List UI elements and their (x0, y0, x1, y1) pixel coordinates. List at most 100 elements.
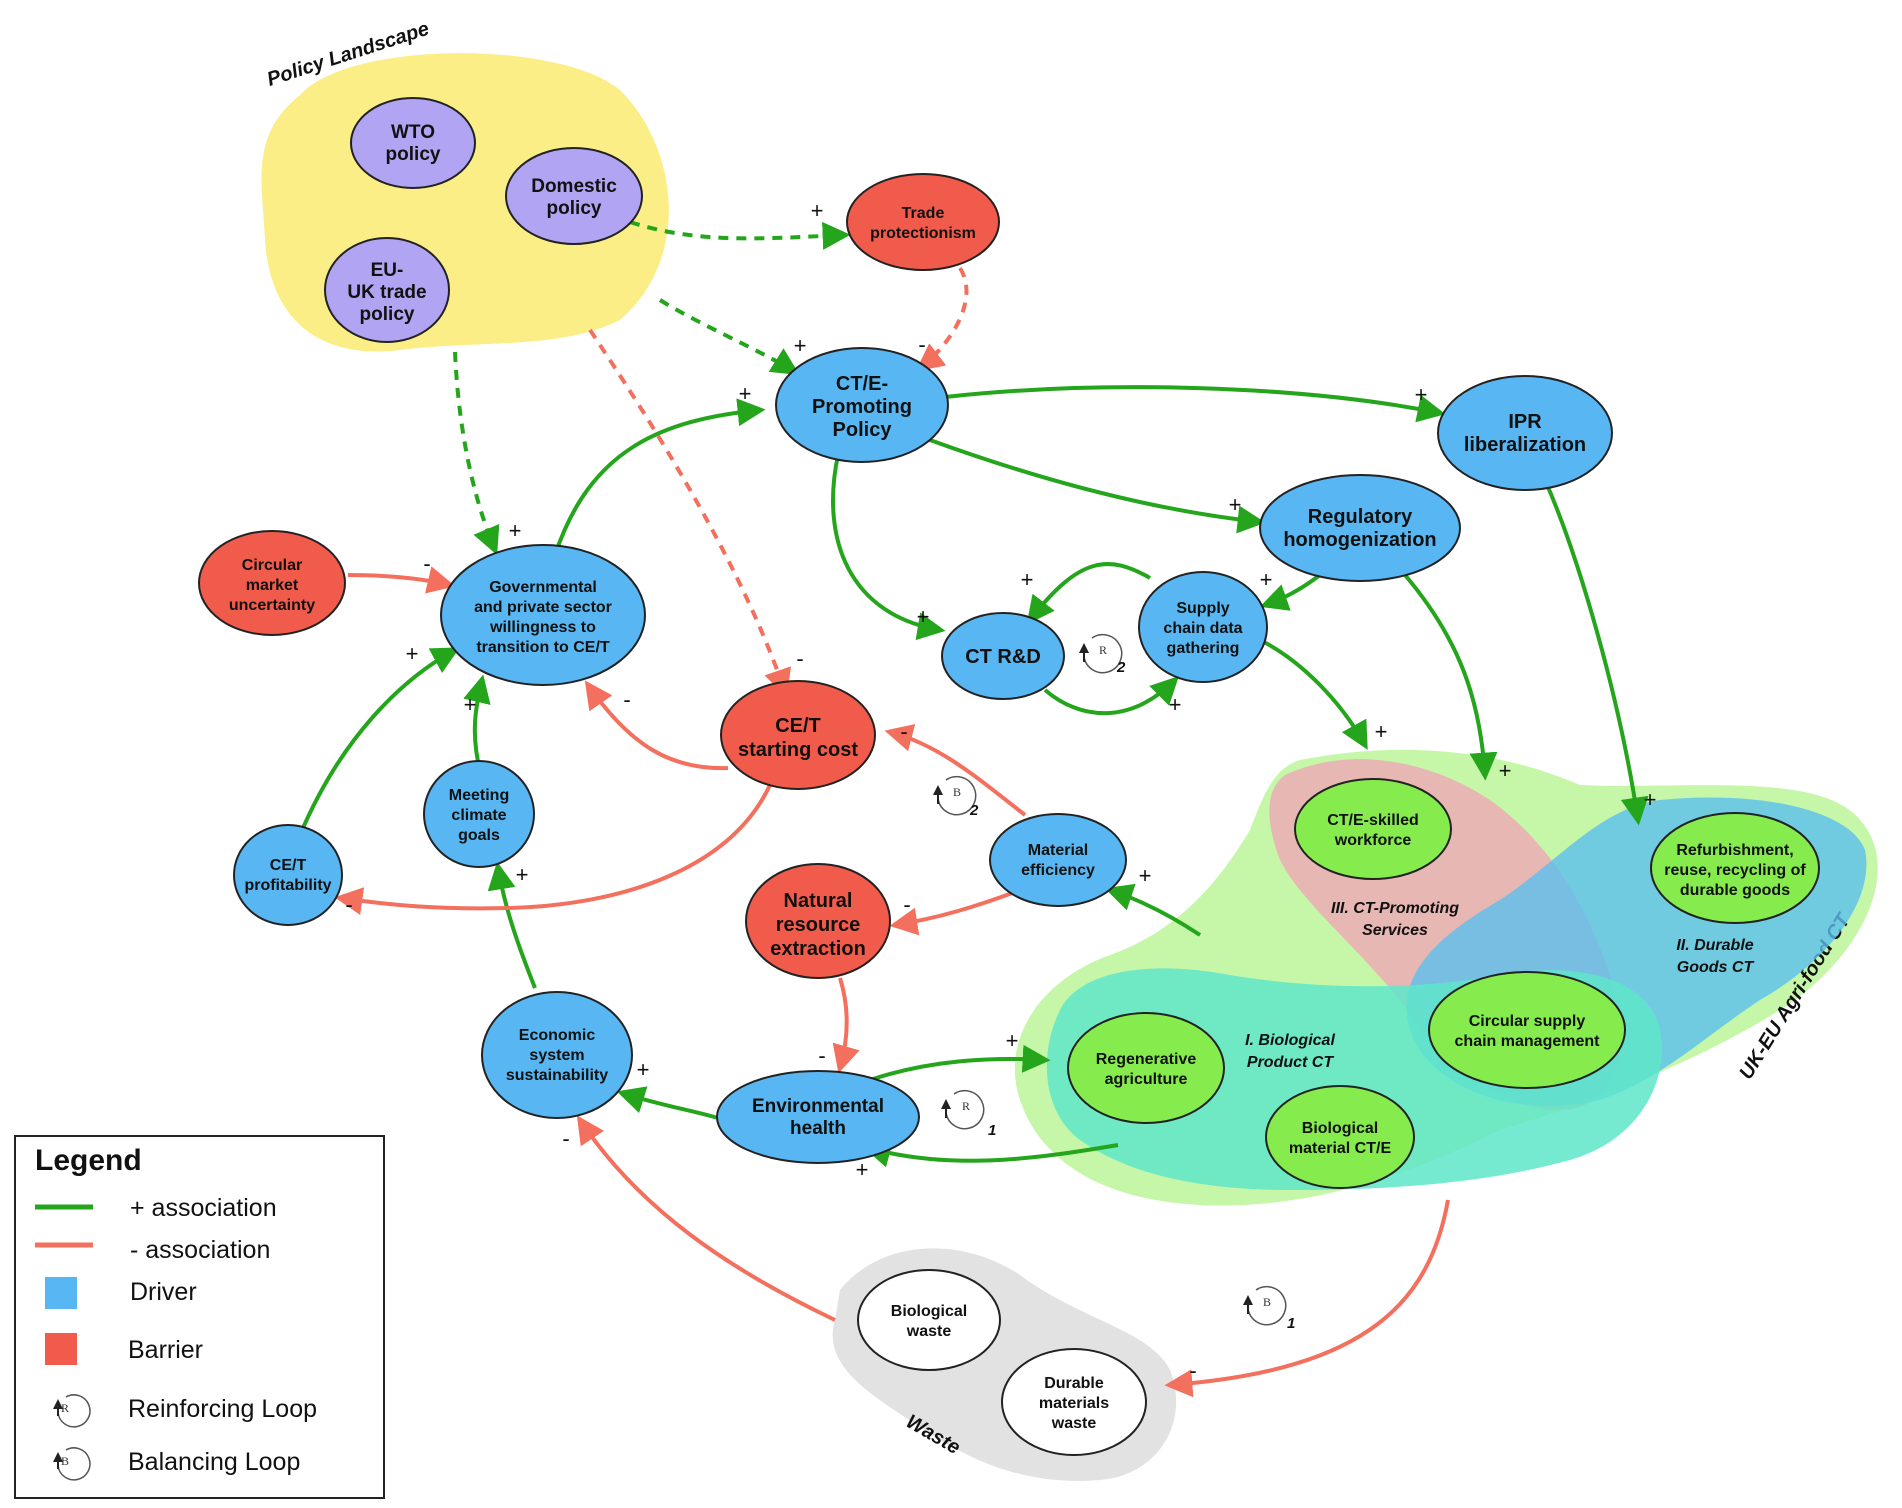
sign-plus: + (1229, 492, 1242, 517)
legend-barrier-swatch (45, 1333, 77, 1365)
label-line: CT/E-skilled (1327, 812, 1419, 829)
label-line: market (246, 577, 299, 594)
link-circunc-willingness (347, 566, 456, 594)
sign-plus: + (464, 692, 477, 717)
link-ctrd-supply (1043, 676, 1179, 716)
node-circular-supply-chain-management (1428, 971, 1626, 1089)
sign-plus: + (1499, 758, 1512, 783)
sign-plus: + (1139, 863, 1152, 888)
label-line: health (790, 1118, 846, 1139)
sign-minus: - (818, 1043, 825, 1068)
label-line: III. CT-Promoting (1331, 900, 1459, 917)
legend-balancing-label: Balancing Loop (128, 1448, 300, 1476)
link-meeting-willingness (463, 674, 491, 763)
node-label: Biological waste (891, 1303, 967, 1340)
link-ipr-ct (1543, 479, 1649, 826)
node-supply-chain-data-gathering (1138, 571, 1268, 683)
link-startcost-profit (334, 784, 772, 915)
link-reghomo-ct (1403, 573, 1498, 781)
label-line: EU- (371, 260, 404, 281)
link-natres-env (832, 977, 860, 1074)
node-natural-resource-extraction (745, 863, 891, 979)
link-willingness-ctpolicy (553, 398, 766, 556)
label-line: Meeting (449, 787, 509, 804)
label-line: chain data (1163, 620, 1242, 637)
link-mateff-startcost (884, 724, 1027, 817)
label-line: starting cost (738, 739, 858, 761)
label-line: materials (1039, 1395, 1109, 1412)
legend-box (14, 1135, 385, 1499)
svg-text:R: R (61, 1401, 69, 1415)
label-line: Environmental (752, 1096, 884, 1117)
sign-minus: - (903, 892, 910, 917)
label-line: material CT/E (1289, 1140, 1392, 1157)
node-cet-profitability (233, 824, 343, 926)
label-line: profitability (244, 877, 331, 894)
legend-reinforcing-icon: R (53, 1394, 91, 1428)
label-line: waste (906, 1323, 952, 1340)
label-line: liberalization (1464, 434, 1586, 456)
label-line: CE/T (270, 857, 307, 874)
link-env-econ (616, 1086, 719, 1120)
legend: Legend + association - association Drive… (14, 1135, 385, 1499)
svg-text:1: 1 (1287, 1315, 1295, 1332)
node-willingness-to-transition (440, 544, 646, 686)
label-line: chain management (1455, 1033, 1601, 1050)
label-line: resource (776, 914, 861, 936)
label-line: reuse, recycling of (1664, 862, 1806, 879)
node-ct-rd (941, 612, 1065, 700)
label-line: Services (1362, 922, 1428, 939)
node-economic-system-sustainability (481, 991, 633, 1119)
sign-plus: + (856, 1157, 869, 1182)
svg-text:B: B (953, 785, 961, 799)
sign-plus: + (1006, 1028, 1019, 1053)
link-supply-ct (1259, 638, 1368, 750)
label-line: Trade (902, 205, 945, 222)
sign-plus: + (406, 641, 419, 666)
node-cet-starting-cost (720, 680, 876, 790)
node-material-efficiency (989, 813, 1127, 907)
sign-minus: - (345, 892, 352, 917)
sign-plus: + (794, 333, 807, 358)
label-line: Governmental (489, 579, 597, 596)
sign-plus: + (516, 862, 529, 887)
label-line: policy (360, 304, 415, 325)
sign-plus: + (739, 381, 752, 406)
legend-driver-swatch (45, 1277, 77, 1309)
link-ct-env (862, 1140, 1119, 1168)
link-ct-waste (1164, 1199, 1450, 1398)
node-biological-waste (857, 1269, 1001, 1371)
legend-barrier-label: Barrier (128, 1336, 203, 1364)
label-line: willingness to (489, 619, 596, 636)
label-line: Natural (784, 890, 853, 912)
sign-plus: + (1260, 567, 1273, 592)
svg-text:1: 1 (988, 1122, 996, 1139)
label-line: Biological (891, 1303, 967, 1320)
link-econ-meeting (487, 861, 537, 989)
label-line: Regenerative (1096, 1051, 1197, 1068)
label-line: gathering (1167, 640, 1240, 657)
node-regulatory-homogenization (1259, 474, 1461, 582)
sign-plus: + (1644, 787, 1657, 812)
label-line: CT R&D (965, 646, 1041, 668)
label-line: climate (451, 807, 506, 824)
label-line: policy (547, 198, 602, 219)
link-startcost-willingness (584, 680, 729, 771)
label-line: extraction (770, 938, 866, 960)
label-line: system (529, 1047, 584, 1064)
label-line: protectionism (870, 225, 976, 242)
node-circular-market-uncertainty (198, 530, 346, 636)
